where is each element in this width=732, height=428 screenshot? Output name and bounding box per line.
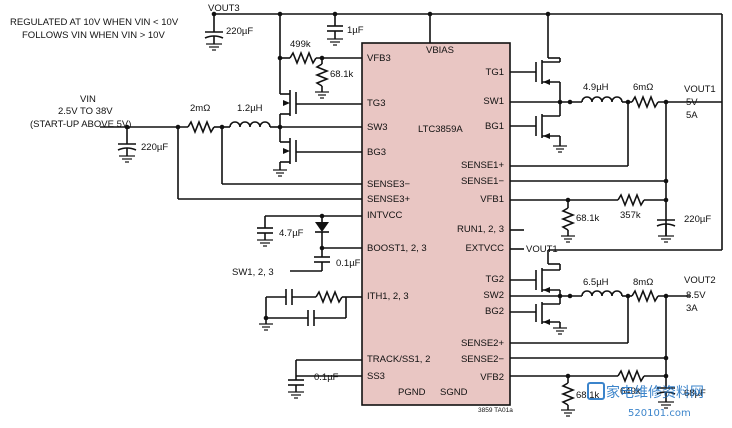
c-vout3b-value: 1µF <box>347 25 364 36</box>
pin-sgnd: SGND <box>440 387 468 398</box>
pin-tg2: TG2 <box>486 274 504 285</box>
watermark-logo <box>587 382 605 400</box>
c-vout3-value: 220µF <box>226 26 253 37</box>
vout2-voltage: 8.5V <box>686 290 706 301</box>
c-out2-value: 68µF <box>684 388 706 399</box>
pin-track-ss: TRACK/SS1, 2 <box>367 354 430 365</box>
pin-intvcc: INTVCC <box>367 210 403 221</box>
pin-sense3-minus: SENSE3− <box>367 179 410 190</box>
r-sense1-value: 6mΩ <box>633 82 653 93</box>
pin-tg3: TG3 <box>367 98 385 109</box>
pin-sense3-plus: SENSE3+ <box>367 194 410 205</box>
r-fb3a-value: 499k <box>290 39 311 50</box>
pin-ss3: SS3 <box>367 371 385 382</box>
pin-bg3: BG3 <box>367 147 386 158</box>
pin-sw3: SW3 <box>367 122 388 133</box>
pin-run: RUN1, 2, 3 <box>457 224 504 235</box>
watermark: 家电维修资料网 520101.com <box>587 382 704 419</box>
note-follows: FOLLOWS VIN WHEN VIN > 10V <box>22 30 165 41</box>
note-regulated: REGULATED AT 10V WHEN VIN < 10V <box>10 17 179 28</box>
c-vin-value: 220µF <box>141 142 168 153</box>
l2-value: 6.5µH <box>583 277 609 288</box>
r-fb1a-value: 357k <box>620 210 641 221</box>
pin-ith: ITH1, 2, 3 <box>367 291 409 302</box>
pin-tg1: TG1 <box>486 67 504 78</box>
vout1-label: VOUT1 <box>684 84 716 95</box>
l3-value: 1.2µH <box>237 103 263 114</box>
pin-vfb2: VFB2 <box>480 372 504 383</box>
pin-sense1-plus: SENSE1+ <box>461 160 504 171</box>
pin-vfb1: VFB1 <box>480 194 504 205</box>
vin-range: 2.5V TO 38V <box>58 106 113 117</box>
pin-sense2-minus: SENSE2− <box>461 354 504 365</box>
c-ss3-value: 0.1µF <box>314 372 339 383</box>
sw-net-label: SW1, 2, 3 <box>232 267 274 278</box>
pin-bg2: BG2 <box>485 306 504 317</box>
pin-sense2-plus: SENSE2+ <box>461 338 504 349</box>
r-sense2-value: 8mΩ <box>633 277 653 288</box>
c-out1-value: 220µF <box>684 214 711 225</box>
c-boost-value: 0.1µF <box>336 258 361 269</box>
extvcc-net: VOUT1 <box>526 244 558 255</box>
c-intvcc-value: 4.7µF <box>279 228 304 239</box>
ic-name: LTC3859A <box>418 124 463 135</box>
ic-body <box>361 42 511 406</box>
r-fb3b-value: 68.1k <box>330 69 353 80</box>
figure-id: 3859 TA01a <box>478 407 513 414</box>
vout2-current: 3A <box>686 303 698 314</box>
r-sense3-value: 2mΩ <box>190 103 210 114</box>
vout3-label: VOUT3 <box>208 3 240 14</box>
pin-extvcc: EXTVCC <box>465 243 504 254</box>
vin-startup: (START-UP ABOVE 5V) <box>30 119 131 130</box>
vout2-label: VOUT2 <box>684 275 716 286</box>
r-fb1b-value: 68.1k <box>576 213 599 224</box>
pin-sw2: SW2 <box>483 290 504 301</box>
vin-label: VIN <box>80 94 96 105</box>
l1-value: 4.9µH <box>583 82 609 93</box>
pin-boost: BOOST1, 2, 3 <box>367 243 427 254</box>
vout1-current: 5A <box>686 110 698 121</box>
pin-pgnd: PGND <box>398 387 426 398</box>
watermark-text: 家电维修资料网 <box>606 384 704 401</box>
watermark-url: 520101.com <box>628 408 691 419</box>
pin-sw1: SW1 <box>483 96 504 107</box>
pin-sense1-minus: SENSE1− <box>461 176 504 187</box>
pin-vfb3: VFB3 <box>367 53 391 64</box>
pin-bg1: BG1 <box>485 121 504 132</box>
pin-vbias: VBIAS <box>426 45 454 56</box>
r-fb2a-value: 649k <box>620 386 641 397</box>
vout1-voltage: 5V <box>686 97 698 108</box>
